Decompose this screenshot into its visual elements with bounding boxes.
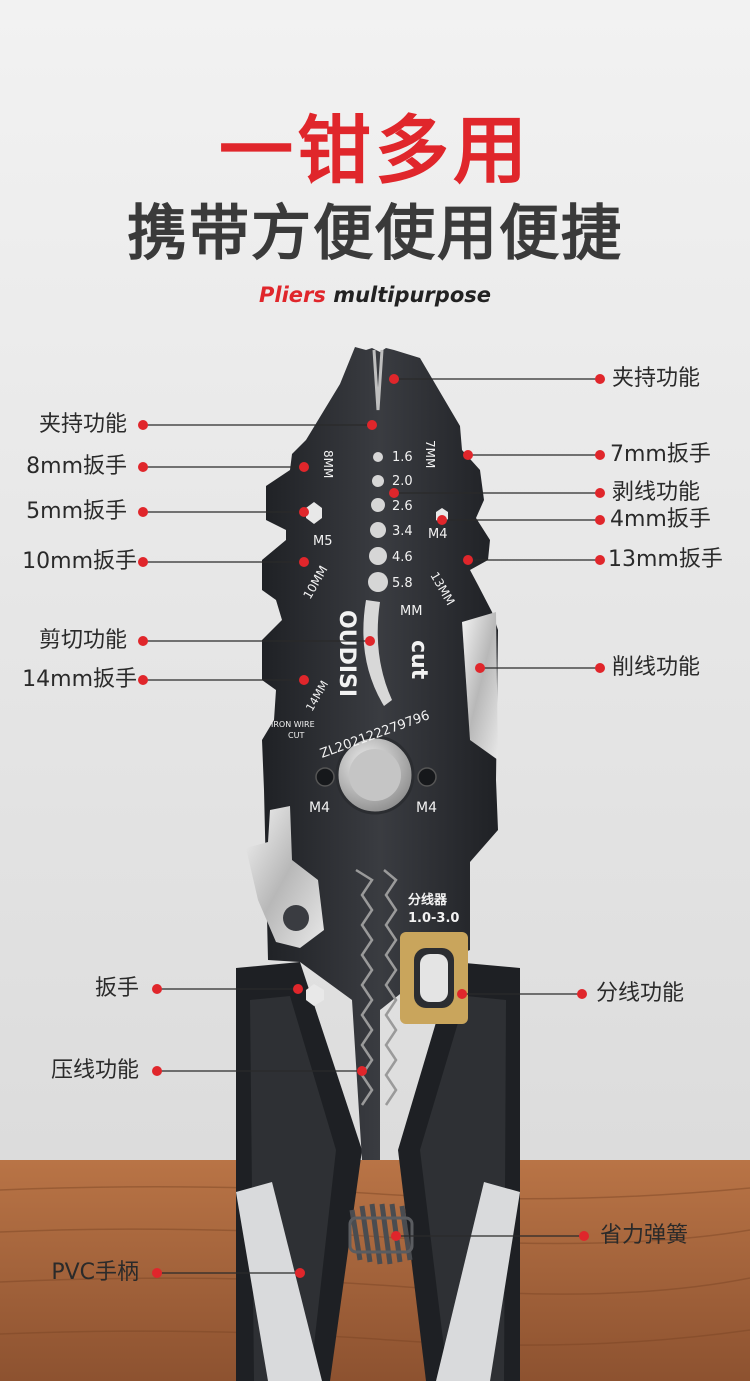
callout-right-shaving: 削线功能 (612, 655, 701, 680)
left-handle (236, 962, 362, 1381)
hex-m4-left-mark: M4 (309, 800, 330, 816)
strip-size-2: 2.0 (392, 474, 413, 489)
wooden-table (0, 1160, 750, 1381)
cutting-blade (363, 600, 392, 706)
wrench-7mm-mark: 7MM (423, 440, 437, 468)
iron-wire-mark-1: IRON WIRE (271, 720, 315, 729)
right-handle (398, 962, 520, 1381)
strip-size-1: 1.6 (392, 450, 413, 465)
strip-size-3: 2.6 (392, 499, 413, 514)
headline-english: Pliers multipurpose (0, 281, 750, 309)
callout-right-7mm-wrench: 7mm扳手 (610, 442, 711, 467)
headline-english-multipurpose: multipurpose (333, 283, 491, 307)
headline-main: 一钳多用 (219, 108, 531, 194)
hex-m5-mark: M5 (313, 534, 333, 549)
splitter-range: 1.0-3.0 (408, 911, 459, 926)
strip-size-6: 5.8 (392, 576, 413, 591)
wrench-8mm-mark: 8MM (321, 450, 335, 478)
callout-leaders (145, 378, 600, 1274)
callout-right-spring: 省力弹簧 (600, 1223, 689, 1248)
brand-logo-text: OUDISI (334, 610, 359, 697)
callout-left-14mm-wrench: 14mm扳手 (22, 667, 137, 692)
strip-unit: MM (400, 604, 422, 619)
spring (349, 1203, 413, 1265)
callout-left-5mm-wrench: 5mm扳手 (26, 499, 127, 524)
strip-size-5: 4.6 (392, 550, 413, 565)
headline-english-pliers: Pliers (258, 283, 326, 307)
callout-left-crimping: 压线功能 (50, 1058, 139, 1083)
splitter-label: 分线器 (408, 892, 448, 908)
callout-left-wrench: 扳手 (94, 976, 139, 1001)
callout-left-8mm-wrench: 8mm扳手 (26, 454, 127, 479)
hex-m4-right-mark: M4 (416, 800, 437, 816)
hex-m4-upper-mark: M4 (428, 527, 448, 542)
iron-wire-mark-2: CUT (288, 731, 304, 740)
callout-right-13mm-wrench: 13mm扳手 (608, 547, 723, 572)
callout-left-cutting: 剪切功能 (38, 628, 127, 653)
callout-left-10mm-wrench: 10mm扳手 (22, 549, 137, 574)
strip-size-4: 3.4 (392, 524, 413, 539)
callout-right-clamping: 夹持功能 (612, 366, 701, 391)
callout-right-stripping: 剥线功能 (612, 480, 701, 505)
callout-right-splitting: 分线功能 (596, 981, 685, 1006)
wire-stripping-holes (368, 452, 388, 592)
crimping-teeth (355, 868, 374, 1106)
callout-right-4mm-wrench: 4mm扳手 (610, 507, 711, 532)
shaving-blade (462, 612, 498, 760)
headline-sub: 携带方便使用便捷 (127, 199, 623, 269)
callout-left-clamping: 夹持功能 (38, 412, 127, 437)
callout-dots (138, 374, 605, 1278)
cut-mark: cut (406, 640, 431, 680)
callout-left-pvc-handle: PVC手柄 (51, 1260, 139, 1285)
